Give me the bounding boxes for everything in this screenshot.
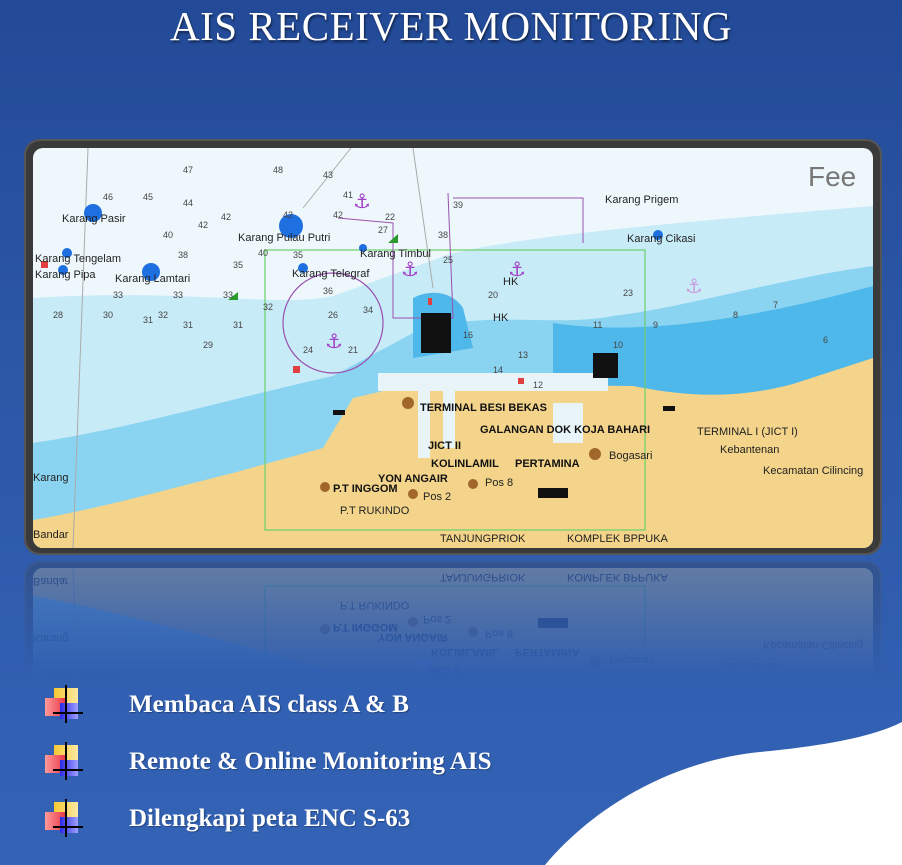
- depth-sounding: 32: [263, 302, 273, 312]
- place-label: KOMPLEK BPPUKA: [567, 533, 669, 545]
- depth-sounding: 7: [773, 300, 778, 310]
- anchorage-icon: ⚓: [401, 257, 419, 281]
- port-label: TERMINAL BESI BEKAS: [420, 402, 547, 414]
- place-label: Karang Tengelam: [35, 253, 121, 265]
- depth-sounding: 8: [733, 310, 738, 320]
- anchorage-icon: ⚓: [353, 189, 371, 213]
- feature-text: Remote & Online Monitoring AIS: [129, 747, 492, 775]
- depth-sounding: 33: [223, 290, 233, 300]
- place-label: TANJUNGPRIOK: [440, 533, 526, 545]
- place-label: Karang Telegraf: [292, 268, 370, 280]
- place-label: Kecamatan Cilincing: [763, 465, 863, 477]
- feature-text: Dilengkapi peta ENC S-63: [129, 804, 411, 832]
- depth-sounding: 32: [158, 310, 168, 320]
- anchorage-icon: ⚓: [508, 257, 526, 281]
- depth-sounding: 29: [203, 340, 213, 350]
- place-label: HK: [493, 312, 509, 324]
- depth-sounding: 14: [493, 365, 503, 375]
- depth-sounding: 22: [385, 212, 395, 222]
- depth-sounding: 46: [103, 192, 113, 202]
- depth-sounding: 41: [343, 190, 353, 200]
- depth-sounding: 25: [443, 255, 453, 265]
- depth-sounding: 35: [293, 250, 303, 260]
- place-label: Kebantenan: [720, 444, 779, 456]
- depth-sounding: 20: [488, 290, 498, 300]
- port-label: KOLINLAMIL: [431, 458, 499, 470]
- enc-nautical-chart[interactable]: ⚓ ⚓ ⚓ ⚓ ⚓ 46 45 44 42 42 42 42 40 40 38 35 35 33 33 33…: [33, 148, 873, 548]
- depth-sounding: 35: [233, 260, 243, 270]
- place-label: Karang Prigem: [605, 194, 678, 206]
- depth-sounding: 31: [143, 315, 153, 325]
- feature-text: Membaca AIS class A & B: [129, 690, 409, 718]
- port-label: GALANGAN DOK KOJA BAHARI: [480, 424, 650, 436]
- depth-sounding: 39: [453, 200, 463, 210]
- depth-sounding: 47: [183, 165, 193, 175]
- depth-sounding: 45: [143, 192, 153, 202]
- port-label: YON ANGAIR: [378, 473, 448, 485]
- place-label: Karang Lamtari: [115, 273, 190, 285]
- bullet-icon: [45, 798, 83, 837]
- depth-sounding: 27: [378, 225, 388, 235]
- feature-list: Membaca AIS class A & B Remote & Online …: [45, 676, 492, 847]
- place-label: HK: [503, 276, 519, 288]
- depth-sounding: 40: [163, 230, 173, 240]
- depth-sounding: 34: [363, 305, 373, 315]
- port-label: JICT II: [428, 440, 461, 452]
- depth-sounding: 38: [178, 250, 188, 260]
- depth-sounding: 42: [198, 220, 208, 230]
- depth-sounding: 9: [653, 320, 658, 330]
- depth-sounding: 44: [183, 198, 193, 208]
- depth-sounding: 21: [348, 345, 358, 355]
- chart-display-frame: ⚓ ⚓ ⚓ ⚓ ⚓ 46 45 44 42 42 42 42 40 40 38 35 35 33 33 33…: [24, 139, 882, 555]
- place-label: Karang Pipa: [35, 269, 96, 281]
- anchorage-icon: ⚓: [685, 274, 703, 298]
- depth-sounding: 6: [823, 335, 828, 345]
- depth-sounding: 23: [623, 288, 633, 298]
- depth-sounding: 12: [533, 380, 543, 390]
- bullet-icon: [45, 684, 83, 723]
- depth-sounding: 42: [283, 210, 293, 220]
- place-label: TERMINAL I (JICT I): [697, 426, 798, 438]
- depth-sounding: 11: [593, 320, 602, 330]
- feature-item: Remote & Online Monitoring AIS: [45, 733, 492, 790]
- place-label: Karang Pasir: [62, 213, 126, 225]
- depth-sounding: 24: [303, 345, 313, 355]
- anchorage-icon: ⚓: [325, 329, 343, 353]
- depth-sounding: 33: [113, 290, 123, 300]
- place-label: Bogasari: [609, 450, 652, 462]
- depth-sounding: 30: [103, 310, 113, 320]
- depth-sounding: 42: [221, 212, 231, 222]
- depth-sounding: 10: [613, 340, 623, 350]
- place-label: Bandar: [33, 529, 69, 541]
- scale-corner-text: Fee: [808, 161, 856, 192]
- place-label: P.T RUKINDO: [340, 505, 410, 517]
- depth-sounding: 48: [273, 165, 283, 175]
- depth-sounding: 43: [323, 170, 333, 180]
- place-label: Karang Timbul: [360, 248, 431, 260]
- place-label: Pos 8: [485, 477, 513, 489]
- depth-sounding: 36: [323, 286, 333, 296]
- place-label: Karang: [33, 472, 68, 484]
- port-label: PERTAMINA: [515, 458, 580, 470]
- place-label: Pos 2: [423, 491, 451, 503]
- port-label: P.T INGGOM: [333, 483, 398, 495]
- depth-sounding: 13: [518, 350, 528, 360]
- depth-sounding: 31: [233, 320, 243, 330]
- place-label: Karang Cikasi: [627, 233, 695, 245]
- feature-item: Membaca AIS class A & B: [45, 676, 492, 733]
- depth-sounding: 33: [173, 290, 183, 300]
- bullet-icon: [45, 741, 83, 780]
- feature-item: Dilengkapi peta ENC S-63: [45, 790, 492, 847]
- page-title: AIS RECEIVER MONITORING: [170, 3, 732, 49]
- depth-sounding: 42: [333, 210, 343, 220]
- depth-sounding: 16: [463, 330, 473, 340]
- depth-sounding: 28: [53, 310, 63, 320]
- place-label: Karang Pulau Putri: [238, 232, 330, 244]
- depth-sounding: 31: [183, 320, 193, 330]
- depth-sounding: 26: [328, 310, 338, 320]
- depth-sounding: 38: [438, 230, 448, 240]
- depth-sounding: 40: [258, 248, 268, 258]
